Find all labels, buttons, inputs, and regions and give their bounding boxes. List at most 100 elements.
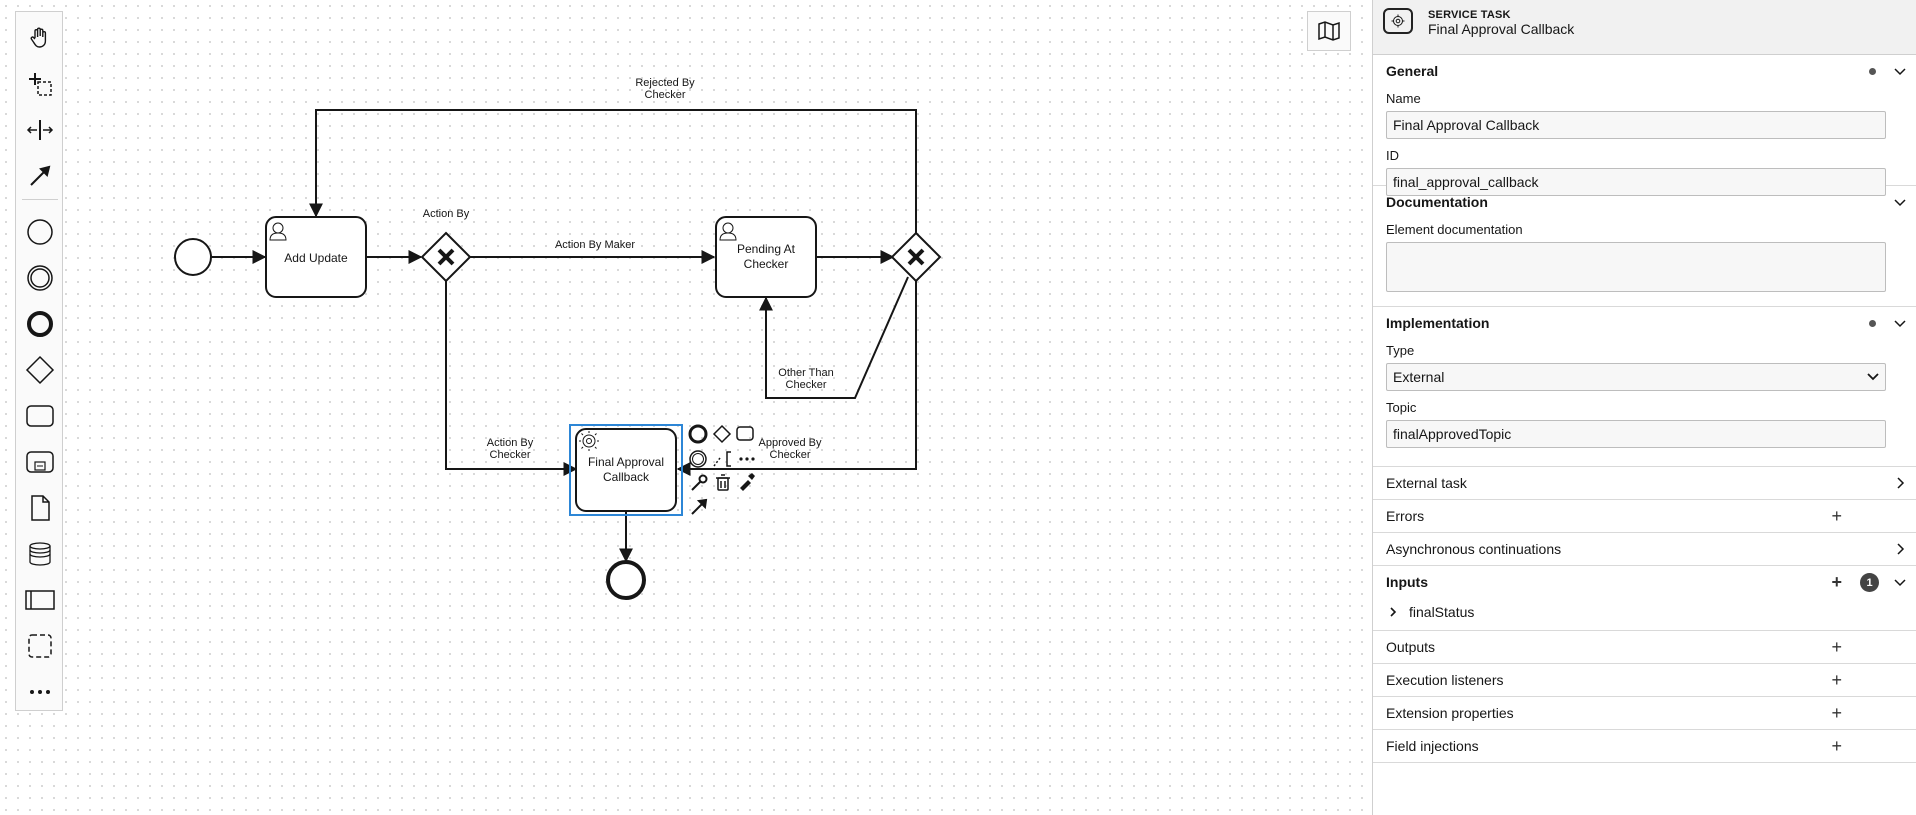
task-pending-at-checker[interactable]: Pending At Checker	[715, 216, 817, 298]
group-title: Inputs	[1386, 574, 1428, 590]
input-item-final-status[interactable]: finalStatus	[1373, 598, 1916, 626]
subprocess-icon[interactable]	[20, 442, 60, 482]
group-header-async-continuations[interactable]: Asynchronous continuations	[1373, 533, 1916, 565]
group-header-implementation[interactable]: Implementation	[1373, 307, 1916, 339]
group-header-execution-listeners[interactable]: Execution listeners +	[1373, 664, 1916, 696]
wrench-icon[interactable]	[691, 474, 708, 491]
exclusive-gateway-action-by[interactable]	[420, 231, 472, 283]
group-header-documentation[interactable]: Documentation	[1373, 186, 1916, 218]
exclusive-gateway-checker[interactable]	[890, 231, 942, 283]
flow-action-by-checker[interactable]	[445, 281, 578, 476]
name-label: Name	[1386, 91, 1421, 106]
end-event-icon[interactable]	[20, 304, 60, 344]
pool-icon[interactable]	[20, 580, 60, 620]
gear-icon	[579, 431, 599, 451]
append-task-icon[interactable]	[736, 426, 754, 441]
task-label-line1: Pending At	[737, 242, 796, 256]
task-label-line2: Callback	[603, 470, 650, 484]
group-inputs: Inputs + 1 finalStatus	[1373, 566, 1916, 631]
more-tools-icon[interactable]	[20, 672, 60, 712]
hand-tool-icon[interactable]	[20, 18, 60, 58]
end-event[interactable]	[606, 560, 646, 600]
topic-field[interactable]: finalApprovedTopic	[1386, 420, 1886, 448]
group-header-extension-properties[interactable]: Extension properties +	[1373, 697, 1916, 729]
task-final-approval-callback[interactable]: Final Approval Callback	[569, 424, 683, 516]
task-label-line1: Final Approval	[588, 455, 664, 469]
bpmn-canvas[interactable]: Add Update Pending At Checker	[0, 0, 1372, 815]
data-marker-dot	[1869, 320, 1876, 327]
documentation-textarea[interactable]	[1386, 242, 1886, 292]
intermediate-event-icon[interactable]	[20, 258, 60, 298]
flow-other-than-checker[interactable]	[759, 276, 909, 399]
task-add-update[interactable]: Add Update	[265, 216, 367, 298]
add-error-button[interactable]: +	[1831, 506, 1842, 526]
service-task-icon	[1383, 8, 1413, 34]
group-outputs: Outputs +	[1373, 631, 1916, 664]
user-icon	[269, 222, 287, 241]
topic-label: Topic	[1386, 400, 1417, 415]
chevron-right-icon	[1390, 607, 1397, 617]
trash-icon[interactable]	[716, 474, 730, 491]
append-gateway-icon[interactable]	[712, 424, 732, 444]
space-tool-icon[interactable]	[20, 110, 60, 150]
add-field-injection-button[interactable]: +	[1831, 736, 1842, 756]
add-extension-property-button[interactable]: +	[1831, 703, 1842, 723]
chevron-down-icon	[1894, 320, 1906, 328]
group-header-errors[interactable]: Errors +	[1373, 500, 1916, 532]
group-title: Field injections	[1386, 738, 1479, 754]
start-event[interactable]	[174, 238, 212, 276]
add-output-button[interactable]: +	[1831, 637, 1842, 657]
data-marker-dot	[1869, 68, 1876, 75]
lasso-tool-icon[interactable]	[20, 64, 60, 104]
task-icon[interactable]	[20, 396, 60, 436]
name-field[interactable]: Final Approval Callback	[1386, 111, 1886, 139]
add-execution-listener-button[interactable]: +	[1831, 670, 1842, 690]
connect-tool-icon[interactable]	[20, 156, 60, 196]
group-header-outputs[interactable]: Outputs +	[1373, 631, 1916, 663]
task-label: Add Update	[284, 251, 348, 265]
data-object-icon[interactable]	[20, 488, 60, 528]
connect-arrow-icon[interactable]	[691, 498, 708, 515]
label-rejected-line2: Checker	[645, 89, 686, 101]
palette-separator	[22, 199, 58, 200]
type-select-value: External	[1393, 369, 1445, 385]
type-select[interactable]: External	[1386, 363, 1886, 391]
data-store-icon[interactable]	[20, 534, 60, 574]
append-text-annotation-icon[interactable]	[713, 451, 731, 467]
documentation-label: Element documentation	[1386, 222, 1523, 237]
id-field[interactable]: final_approval_callback	[1386, 168, 1886, 196]
flow-approved-by-checker[interactable]	[676, 281, 917, 476]
group-implementation: Implementation Type External Topic final…	[1373, 307, 1916, 467]
start-event-icon[interactable]	[20, 212, 60, 252]
selection-outline	[569, 424, 683, 516]
group-field-injections: Field injections +	[1373, 730, 1916, 763]
append-intermediate-event-icon[interactable]	[689, 450, 707, 468]
group-header-general[interactable]: General	[1373, 55, 1916, 87]
add-input-button[interactable]: +	[1831, 572, 1842, 592]
group-header-field-injections[interactable]: Field injections +	[1373, 730, 1916, 762]
label-other-line1: Other Than	[778, 367, 833, 379]
panel-header: SERVICE TASK Final Approval Callback	[1373, 0, 1916, 55]
color-picker-icon[interactable]	[740, 473, 755, 491]
gateway-icon[interactable]	[20, 350, 60, 390]
context-pad	[688, 424, 755, 515]
group-errors: Errors +	[1373, 500, 1916, 533]
sequence-flows	[211, 109, 917, 563]
group-title: Documentation	[1386, 194, 1488, 210]
group-icon[interactable]	[20, 626, 60, 666]
group-title: General	[1386, 63, 1439, 79]
label-rejected-line1: Rejected By	[635, 77, 695, 89]
group-execution-listeners: Execution listeners +	[1373, 664, 1916, 697]
minimap-toggle-button[interactable]	[1307, 11, 1351, 51]
label-action-by-checker-line2: Checker	[490, 449, 531, 461]
chevron-down-icon	[1894, 199, 1906, 207]
flow-rejected-by-checker[interactable]	[309, 109, 917, 234]
more-icon[interactable]	[739, 457, 755, 461]
type-label: Type	[1386, 343, 1415, 358]
group-header-external-task[interactable]: External task	[1373, 467, 1916, 499]
group-header-inputs[interactable]: Inputs + 1	[1373, 566, 1916, 598]
group-documentation: Documentation Element documentation	[1373, 186, 1916, 307]
chevron-right-icon	[1897, 477, 1905, 489]
append-end-event-icon[interactable]	[688, 424, 708, 444]
diagram-svg: Add Update Pending At Checker	[174, 77, 942, 600]
